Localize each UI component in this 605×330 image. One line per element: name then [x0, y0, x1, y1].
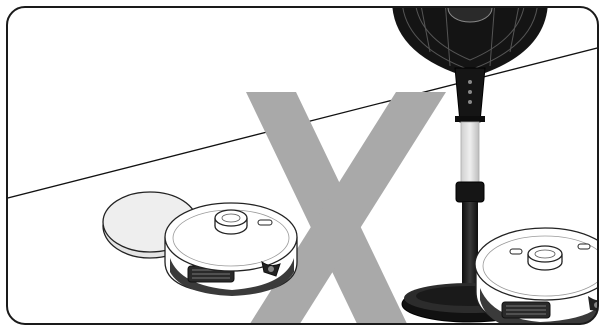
- robot-vacuum-right: [475, 228, 605, 330]
- robot-vacuum-left: [165, 203, 297, 296]
